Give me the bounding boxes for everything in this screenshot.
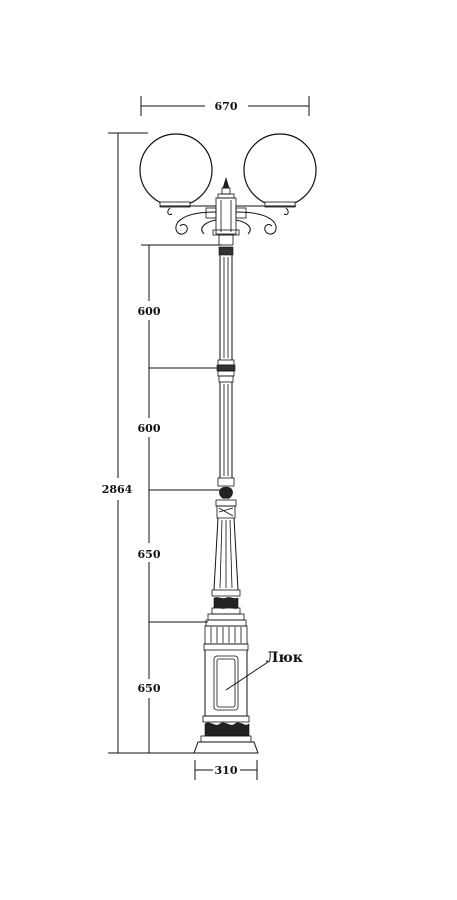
middle-pole: [219, 382, 233, 478]
top-width-dimension: 670: [140, 96, 310, 116]
lower-collar: [215, 477, 237, 519]
segment-4-label: 650: [138, 682, 161, 695]
segment-dimensions: 600 600 650 650: [138, 244, 222, 753]
middle-collar: [216, 359, 236, 383]
top-width-label: 670: [215, 100, 238, 113]
left-globe: [139, 133, 213, 208]
total-height-label: 2864: [102, 483, 133, 496]
lower-pole: [213, 517, 239, 591]
base-ornament-ring: [207, 589, 245, 621]
right-globe: [243, 133, 317, 208]
base-width-label: 310: [215, 764, 238, 777]
hatch-label: Люк: [266, 650, 303, 666]
base-width-dimension: 310: [194, 760, 258, 780]
segment-1-label: 600: [138, 305, 161, 318]
upper-pole: [218, 234, 234, 360]
segment-3-label: 650: [138, 548, 161, 561]
total-height-dimension: 2864: [102, 132, 198, 754]
hatch-callout: Люк: [225, 650, 303, 691]
finial: [212, 176, 240, 236]
segment-2-label: 600: [138, 422, 161, 435]
lamp-base: [193, 619, 259, 754]
scroll-arms: [160, 205, 296, 235]
